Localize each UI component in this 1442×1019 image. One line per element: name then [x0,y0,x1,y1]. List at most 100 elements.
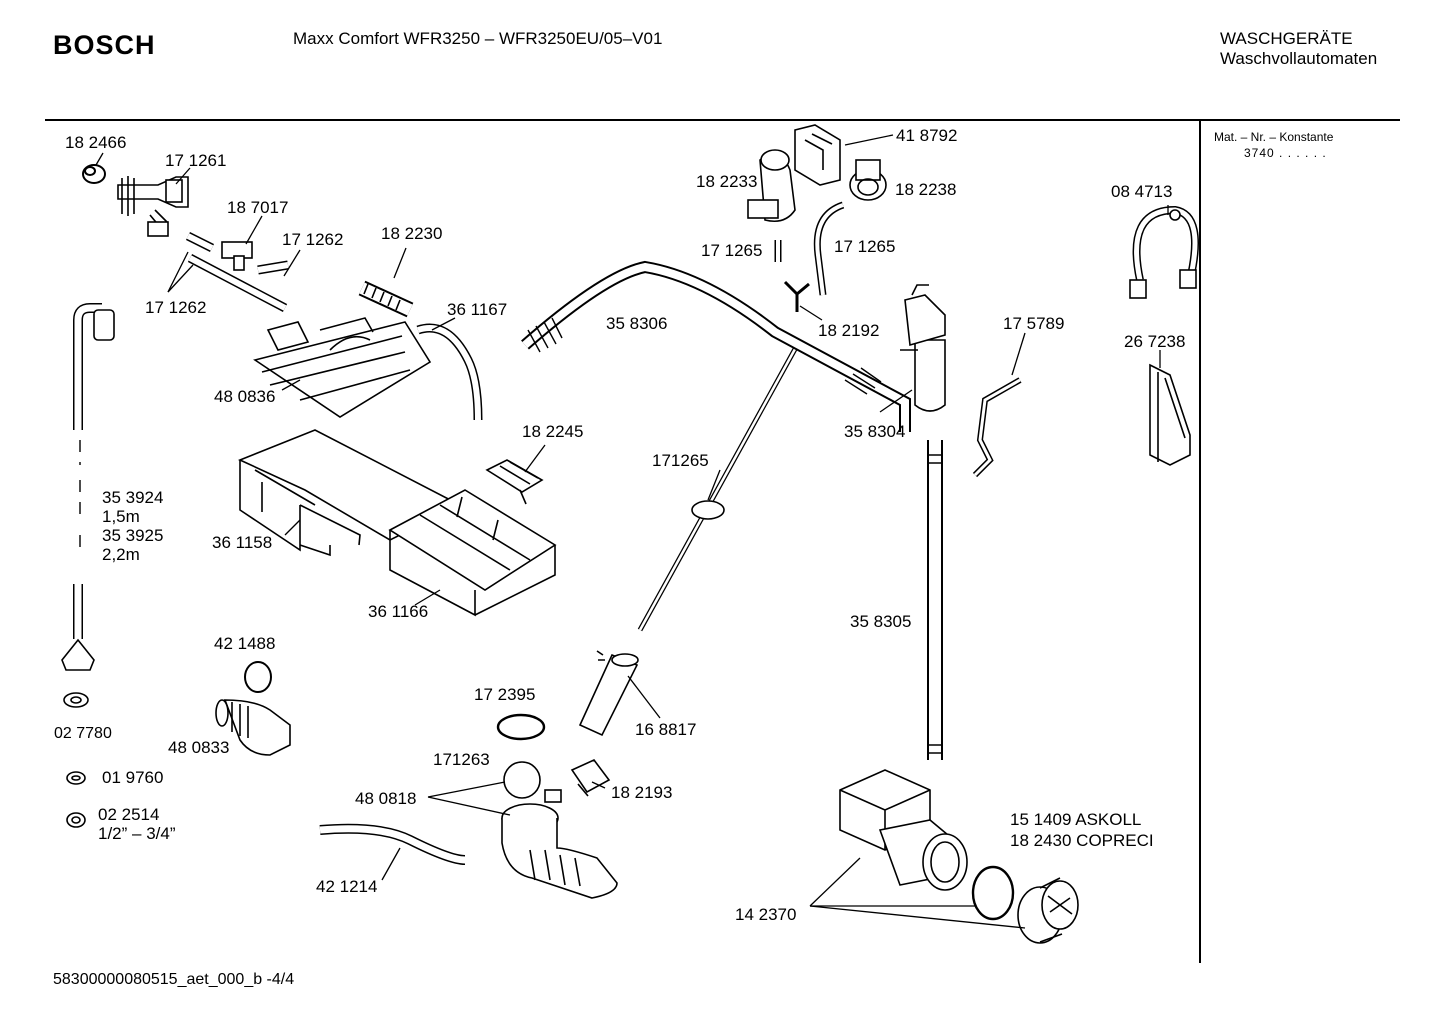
part-label: 18 2430 COPRECI [1010,831,1154,850]
leader-421214 [381,847,401,881]
leader-361158 [284,519,301,536]
inlet-valve-171261 [117,176,189,237]
part-label: 48 0818 [355,789,417,808]
leader-480818-b [427,796,511,816]
leader-480818-a [427,781,506,798]
clip-182193 [570,759,611,797]
leader-182230 [393,247,407,279]
cap-part-182466 [82,164,106,184]
leader-171262-a [283,249,301,277]
filter-insert [1017,877,1079,944]
part-label: 2,2m [102,545,140,564]
clip-182245 [485,459,544,505]
part-label: 02 7780 [54,725,112,742]
rod-175789 [972,377,1022,478]
leader-171262-b2 [167,264,194,293]
part-label: 16 8817 [635,720,697,739]
leader-182466 [95,152,104,166]
mat-number-value: 3740 . . . . . . [1244,146,1327,160]
leader-361167 [431,317,456,331]
part-label: 18 7017 [227,198,289,217]
connector-187017 [221,241,253,271]
leader-182193 [591,781,606,789]
hose-358305 [927,440,943,760]
washer-019760 [66,771,86,785]
ball-171263 [503,761,541,799]
pressure-tube-171265 [637,338,803,632]
part-label: 02 2514 [98,805,160,824]
bracket-084713 [1129,205,1199,299]
part-label: 18 2245 [522,422,584,441]
part-label: 1,5m [102,507,140,526]
part-label: 48 0836 [214,387,276,406]
part-label: 18 2230 [381,224,443,243]
drain-pump-151409 [839,769,968,891]
part-label: 17 1262 [145,298,207,317]
part-label: 17 5789 [1003,314,1065,333]
seal-pump-ring [971,865,1015,921]
part-label: 18 2233 [696,172,758,191]
bracket-267238 [1149,363,1191,466]
part-label: 36 1166 [368,602,429,621]
hose-171262 [185,231,289,312]
leader-142370-a [809,857,861,907]
part-label: 17 1265 [701,241,763,260]
tube-171265-b [813,201,845,296]
part-label: 01 9760 [102,768,164,787]
seal-421488 [244,661,272,693]
part-label: 18 2238 [895,180,957,199]
hose-421214 [319,823,466,865]
category-title: WASCHGERÄTE [1220,29,1353,48]
part-label: 41 8792 [896,126,958,145]
part-label: 17 1261 [165,151,227,170]
part-label: 15 1409 ASKOLL [1010,810,1142,829]
leader-171265-mid [707,469,721,501]
part-label: 18 2192 [818,321,880,340]
part-label: 35 8305 [850,612,912,631]
bellows-hose-182230 [358,280,414,318]
seal-172395 [496,713,546,741]
part-label: 1/2” – 3/4” [98,824,176,843]
part-label: 17 2395 [474,685,536,704]
part-label: 42 1488 [214,634,276,653]
brand-logo: BOSCH [53,30,156,60]
y-connector-182192 [783,280,810,312]
air-trap-168817 [578,650,639,737]
leader-171261 [175,167,191,185]
washer-022514 [66,812,86,828]
part-label: 08 4713 [1111,182,1173,201]
pressure-switch-182233 [747,149,796,223]
part-label: 35 8304 [844,422,906,441]
part-label: 18 2466 [65,133,127,152]
category-subtitle: Waschvollautomaten [1220,49,1378,68]
model-title: Maxx Comfort WFR3250 – WFR3250EU/05–V01 [293,29,663,48]
part-label: 14 2370 [735,905,797,924]
leader-418792 [844,134,894,146]
leader-182245 [524,444,546,473]
washer-027780 [63,692,89,708]
leader-187017 [245,215,263,245]
leader-358304 [879,389,913,413]
leader-361166 [414,589,441,606]
mat-number-label: Mat. – Nr. – Konstante [1214,130,1334,144]
part-label: 18 2193 [611,783,673,802]
part-label: 36 1167 [447,300,508,319]
bellows-480833 [215,699,291,756]
part-label: 17 1262 [282,230,344,249]
detergent-drawer-361166 [388,489,557,617]
leader-480836 [281,379,301,391]
hose-358306 [521,260,911,432]
document-id: 58300000080515_aet_000_b -4/4 [53,971,295,988]
sump-480818 [501,789,618,899]
leader-182192 [799,305,823,321]
inlet-hose-353924 [61,303,115,671]
hose-361167 [416,323,483,421]
part-label: 48 0833 [168,738,230,757]
leader-171262-b1 [167,251,189,293]
clip-418792 [794,124,841,186]
leader-168817 [627,675,661,719]
part-label: 35 8306 [606,314,668,333]
pressure-switch-182238 [849,159,887,201]
